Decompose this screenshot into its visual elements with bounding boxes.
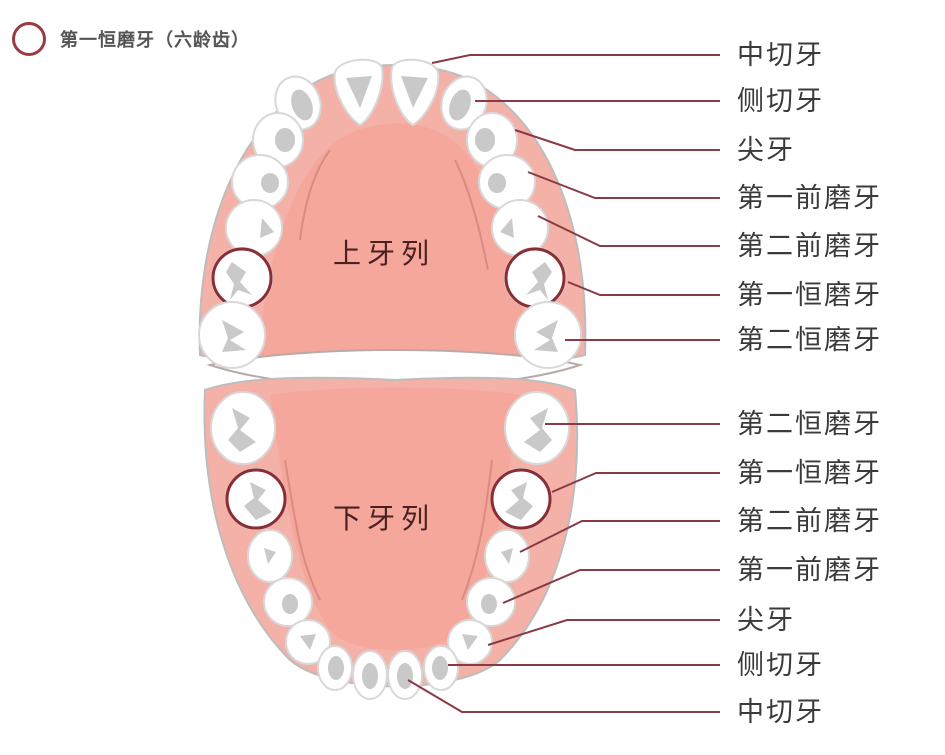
lower-first-molar-right [490, 468, 552, 530]
label-lower-canine: 尖牙 [737, 605, 795, 636]
label-upper-second-molar: 第二恒磨牙 [737, 325, 882, 356]
label-upper-canine: 尖牙 [737, 135, 795, 166]
lower-arch-title: 下牙列 [333, 502, 436, 535]
upper-leader-lines [431, 54, 720, 341]
legend: 第一恒磨牙（六龄齿） [12, 22, 250, 56]
label-lower-lateral-incisor: 侧切牙 [737, 650, 824, 681]
legend-label: 第一恒磨牙（六龄齿） [60, 30, 250, 51]
legend-circle-icon [12, 22, 46, 56]
upper-central-incisor-left [333, 58, 384, 127]
lower-first-molar-left [225, 468, 287, 530]
label-lower-first-molar: 第一恒磨牙 [737, 458, 882, 489]
label-upper-central-incisor: 中切牙 [737, 40, 824, 71]
upper-arch-title: 上牙列 [333, 237, 436, 270]
label-lower-first-premolar: 第一前磨牙 [737, 555, 882, 586]
label-lower-central-incisor: 中切牙 [737, 697, 824, 728]
upper-arch [198, 58, 587, 389]
label-upper-second-premolar: 第二前磨牙 [737, 231, 882, 262]
upper-first-molar-right [504, 247, 566, 309]
label-lower-second-molar: 第二恒磨牙 [737, 409, 882, 440]
label-upper-lateral-incisor: 侧切牙 [737, 86, 824, 117]
lower-leader-lines [407, 423, 720, 713]
label-upper-first-premolar: 第一前磨牙 [737, 183, 882, 214]
lower-arch [203, 376, 579, 700]
label-upper-first-molar: 第一恒磨牙 [737, 280, 882, 311]
label-lower-second-premolar: 第二前磨牙 [737, 506, 882, 537]
upper-first-molar-left [211, 247, 273, 309]
upper-central-incisor-right [390, 58, 440, 127]
